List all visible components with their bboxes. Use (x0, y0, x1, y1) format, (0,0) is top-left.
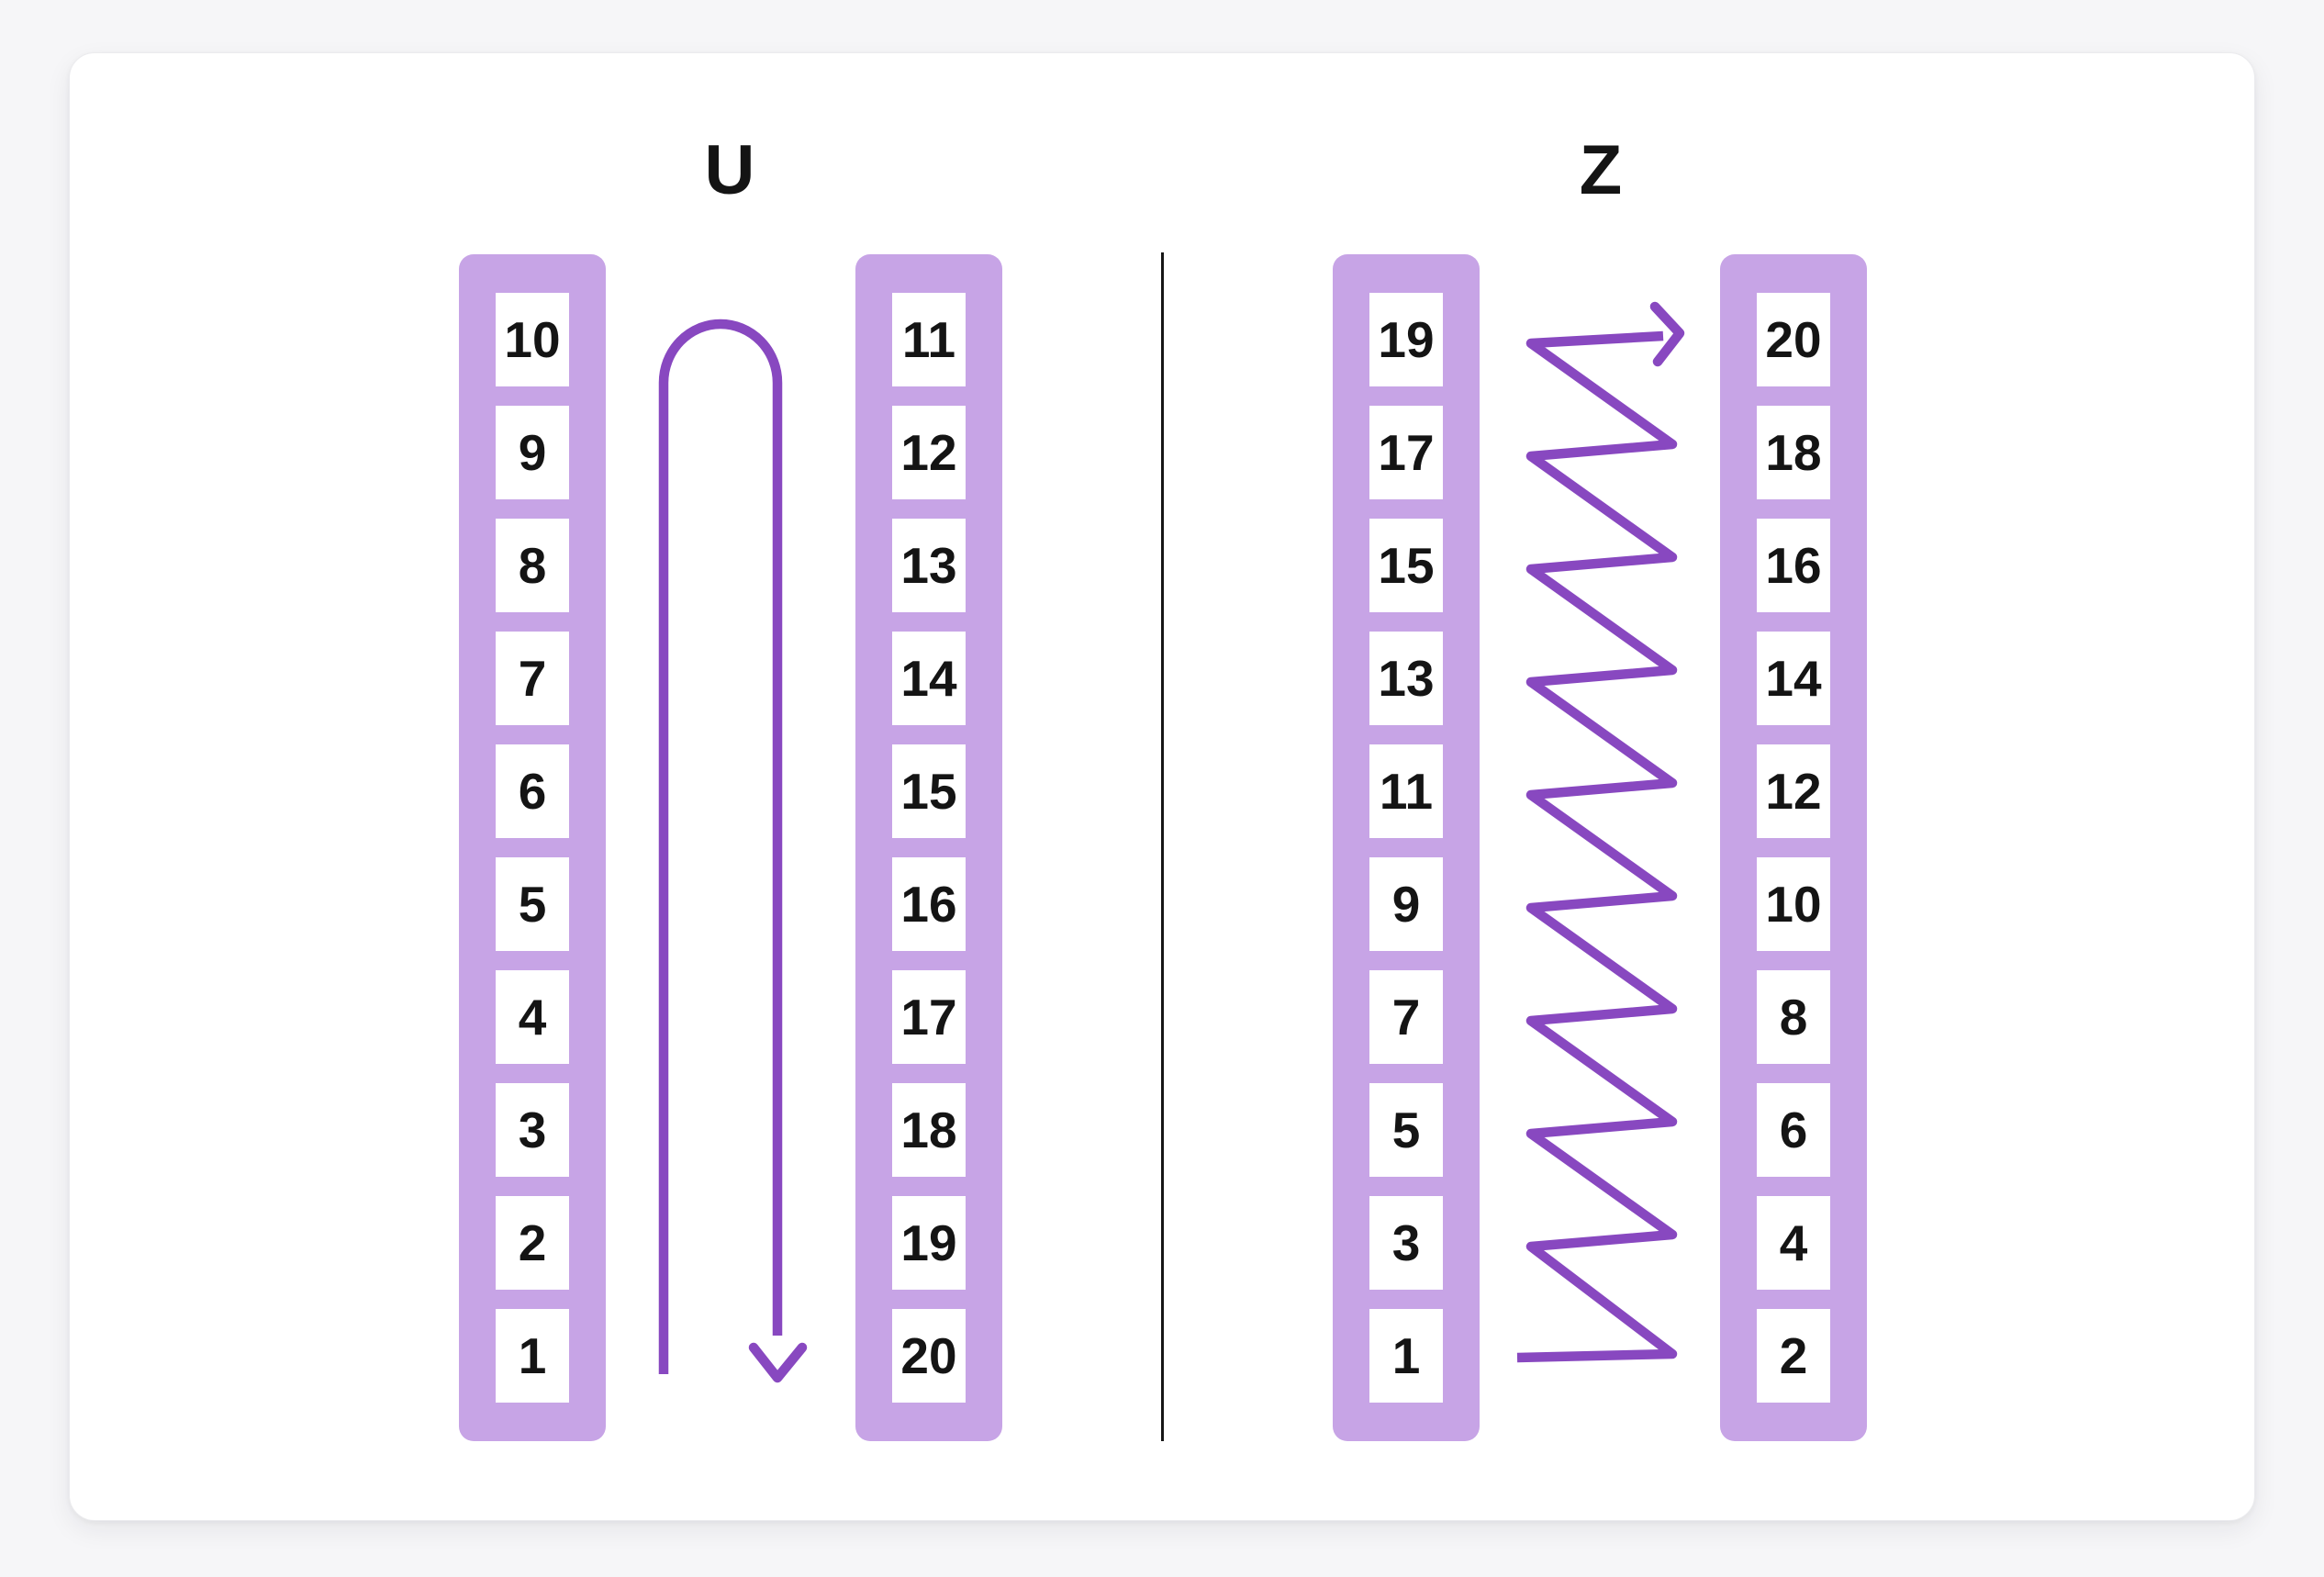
cell: 17 (892, 970, 966, 1064)
cell: 6 (1757, 1083, 1830, 1177)
cell: 20 (1757, 293, 1830, 386)
cell: 15 (892, 744, 966, 838)
cell: 18 (892, 1083, 966, 1177)
z-panel-right-column: 20 18 16 14 12 10 8 6 4 2 (1720, 254, 1867, 1441)
cell: 7 (496, 632, 569, 725)
cell: 10 (496, 293, 569, 386)
cell: 5 (496, 857, 569, 951)
cell: 16 (892, 857, 966, 951)
cell: 3 (496, 1083, 569, 1177)
cell: 3 (1369, 1196, 1443, 1290)
cell: 12 (1757, 744, 1830, 838)
cell: 8 (496, 519, 569, 612)
cell: 10 (1757, 857, 1830, 951)
panel-title-z: Z (1579, 131, 1623, 209)
cell: 11 (892, 293, 966, 386)
panel-title-u: U (704, 131, 755, 209)
u-panel-left-column: 10 9 8 7 6 5 4 3 2 1 (459, 254, 606, 1441)
cell: 20 (892, 1309, 966, 1403)
cell: 18 (1757, 406, 1830, 499)
cell: 2 (1757, 1309, 1830, 1403)
cell: 2 (496, 1196, 569, 1290)
cell: 9 (1369, 857, 1443, 951)
cell: 16 (1757, 519, 1830, 612)
cell: 19 (892, 1196, 966, 1290)
cell: 14 (892, 632, 966, 725)
cell: 13 (1369, 632, 1443, 725)
u-panel-right-column: 11 12 13 14 15 16 17 18 19 20 (855, 254, 1002, 1441)
cell: 14 (1757, 632, 1830, 725)
cell: 17 (1369, 406, 1443, 499)
cell: 1 (1369, 1309, 1443, 1403)
cell: 9 (496, 406, 569, 499)
z-panel-left-column: 19 17 15 13 11 9 7 5 3 1 (1333, 254, 1480, 1441)
cell: 6 (496, 744, 569, 838)
cell: 7 (1369, 970, 1443, 1064)
cell: 8 (1757, 970, 1830, 1064)
cell: 1 (496, 1309, 569, 1403)
cell: 5 (1369, 1083, 1443, 1177)
cell: 19 (1369, 293, 1443, 386)
cell: 4 (496, 970, 569, 1064)
cell: 15 (1369, 519, 1443, 612)
divider-line (1161, 252, 1164, 1441)
cell: 13 (892, 519, 966, 612)
cell: 4 (1757, 1196, 1830, 1290)
cell: 11 (1369, 744, 1443, 838)
cell: 12 (892, 406, 966, 499)
